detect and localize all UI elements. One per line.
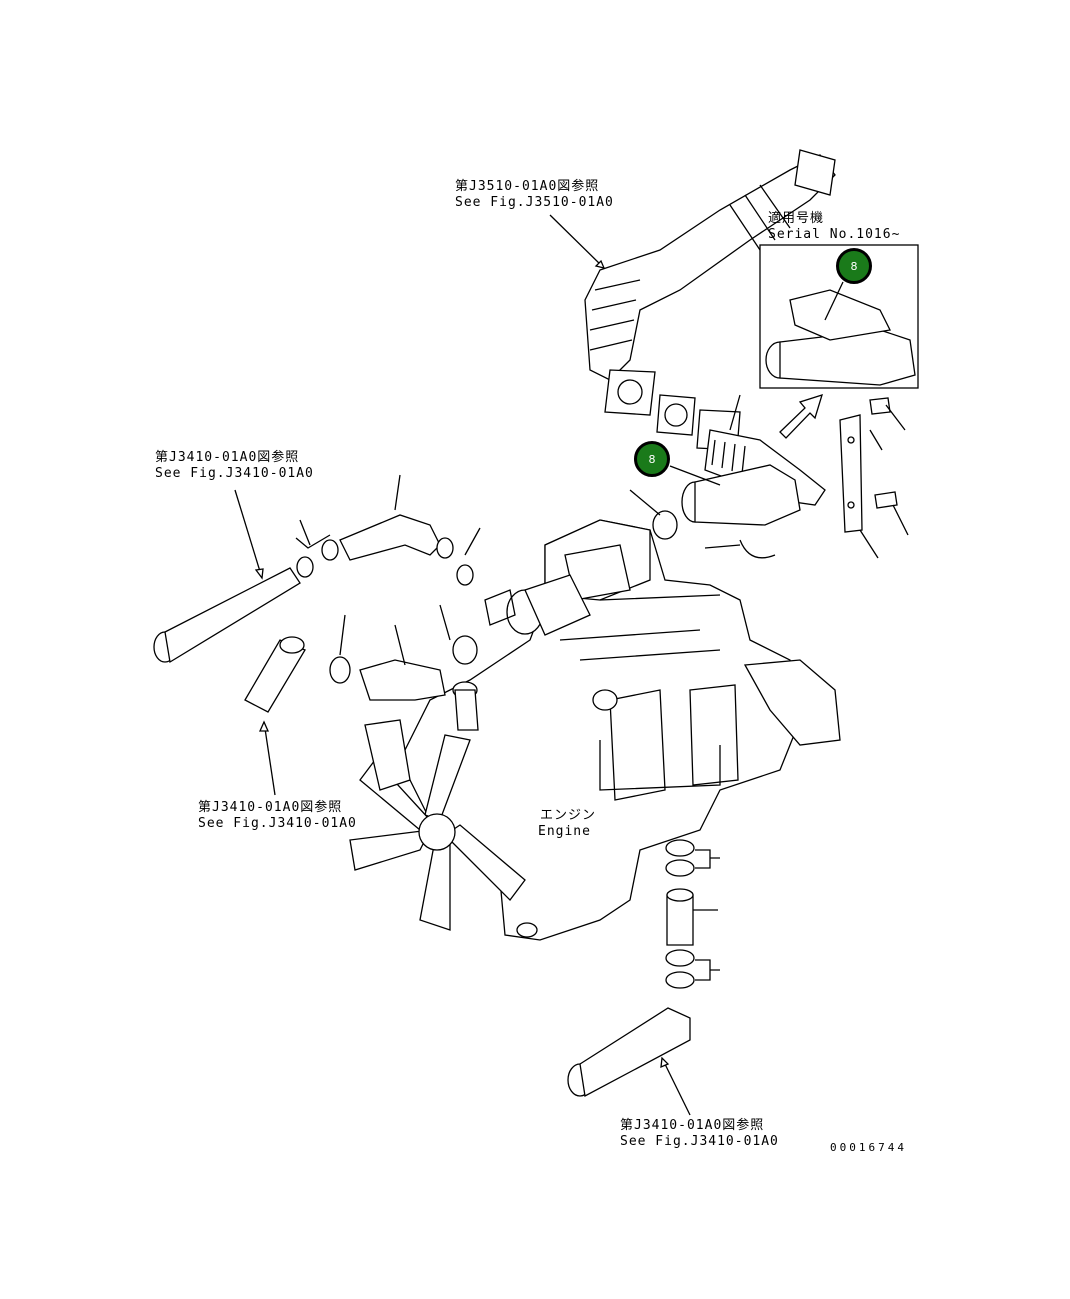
ref-top-jp: 第J3510-01A0図参照 bbox=[455, 179, 600, 194]
callout-badge-inset[interactable]: 8 bbox=[836, 248, 872, 284]
serial-jp: 適用号機 bbox=[768, 211, 825, 226]
ref-bottom-jp: 第J3410-01A0図参照 bbox=[620, 1118, 765, 1133]
drawing-number: 00016744 bbox=[830, 1141, 907, 1154]
serial-inset bbox=[759, 244, 919, 389]
inset-arrow bbox=[779, 394, 823, 439]
ref-left-bottom-en: See Fig.J3410-01A0 bbox=[198, 816, 357, 831]
engine-jp: エンジン bbox=[540, 808, 597, 823]
bracket bbox=[839, 397, 909, 559]
engine-block bbox=[399, 519, 841, 941]
clamps-upper bbox=[629, 394, 776, 559]
serial-en: Serial No.1016~ bbox=[768, 227, 901, 242]
engine-en: Engine bbox=[538, 824, 591, 839]
cooling-fan bbox=[349, 719, 526, 931]
reference-leaders bbox=[234, 214, 691, 1116]
bottom-piping bbox=[567, 839, 720, 1098]
callout-badge-main[interactable]: 8 bbox=[634, 441, 670, 477]
ref-bottom-en: See Fig.J3410-01A0 bbox=[620, 1134, 779, 1149]
left-piping bbox=[153, 474, 516, 713]
intake-duct-upper bbox=[584, 149, 836, 381]
ref-top-en: See Fig.J3510-01A0 bbox=[455, 195, 614, 210]
ref-left-top-jp: 第J3410-01A0図参照 bbox=[155, 450, 300, 465]
ref-left-top-en: See Fig.J3410-01A0 bbox=[155, 466, 314, 481]
air-hose-assembly bbox=[669, 429, 826, 526]
ref-left-bottom-jp: 第J3410-01A0図参照 bbox=[198, 800, 343, 815]
